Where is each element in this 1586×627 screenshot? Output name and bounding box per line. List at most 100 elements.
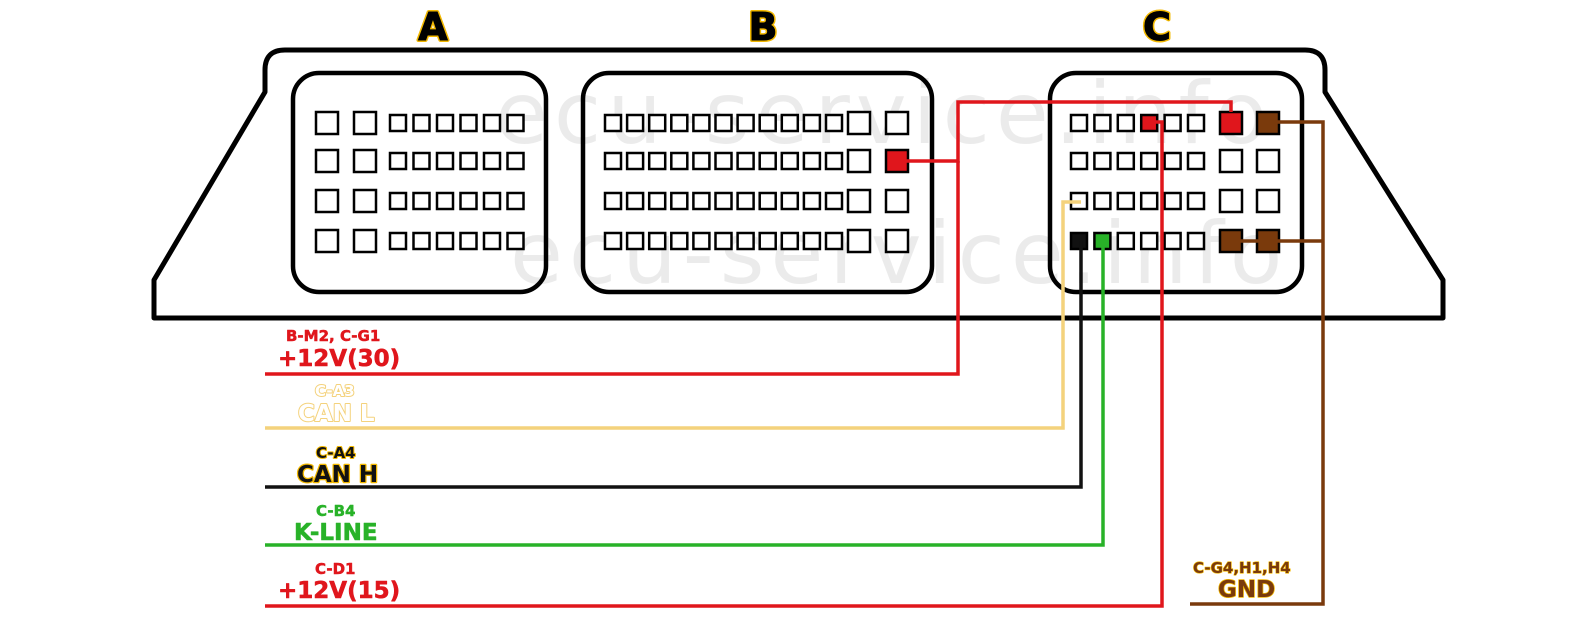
connector-pin [824,191,844,211]
connector-pin [1069,113,1089,133]
connector-pin [670,113,689,133]
connector-pin [1093,191,1112,211]
connector-pin [1069,231,1089,251]
connector-pin [388,113,408,133]
connector-pin [435,191,455,211]
connector-pin [670,151,689,171]
connector-pin [412,113,431,133]
connector-pin [758,231,777,251]
connector-pin [647,191,667,211]
connector-pin [884,228,910,254]
connector-pin [412,151,431,171]
connector-pin [1116,151,1136,171]
connector-pin [506,191,525,211]
connector-pin [736,191,755,211]
connector-pin [1163,231,1182,251]
connector-pin [1139,191,1159,211]
connector-pin [1093,151,1112,171]
wire-12v15 [265,120,1164,608]
connector-pin [1116,231,1136,251]
connector-pin [603,231,623,251]
connector-pin [884,110,910,136]
connector-letter-glow: A [418,5,448,49]
wire-label-name: CAN H [297,462,378,488]
wire-12v30-feed [265,161,960,376]
connector-pin [435,113,455,133]
connector-pin [459,231,478,251]
wire-can-h [265,241,1083,489]
connector-pin [314,188,340,214]
connector-pin [1255,188,1281,214]
connector-pin [459,191,478,211]
wire-12v30 [898,100,1233,163]
connector-pin [352,228,378,254]
connector-pin [1163,191,1182,211]
connector-letter-glow: C [1143,5,1171,49]
connector-pin [603,151,623,171]
connector-a-letter: A A [416,3,450,51]
connector-pin [1218,110,1244,136]
connector-pin [625,151,645,171]
wire-can-l [265,200,1081,430]
connector-b-letter: B B [747,3,780,51]
wire-label-name: +12V(15) [278,578,400,604]
connector-pin [1218,148,1244,174]
connector-pin [736,151,755,171]
connector-pin [802,191,822,211]
connector-pin [824,231,844,251]
connector-pin [1255,148,1281,174]
connector-pin [435,231,455,251]
connector-pin [692,151,711,171]
connector-pin [482,151,502,171]
connector-pin [670,231,689,251]
connector-pin [625,231,645,251]
connector-c-pins [1069,110,1281,254]
connector-pin [647,113,667,133]
wire-label-pins: C-D1 [315,560,355,578]
connector-letter: C [1143,5,1171,49]
connector-pin [388,231,408,251]
connector-pin [314,148,340,174]
connector-pin [692,231,711,251]
wire-label-name: CAN L [298,401,375,427]
connector-letter: B [749,5,778,49]
connector-pin [780,113,800,133]
wire-label-pins: C-B4 [316,502,355,520]
connector-pin [1139,151,1159,171]
connector-pin [603,113,623,133]
connector-pin [1163,113,1182,133]
connector-pin [482,191,502,211]
connector-pin [388,151,408,171]
connector-pin [714,191,733,211]
watermark-text: ecu-service.info [510,204,1288,304]
connector-pin [846,188,872,214]
connector-pin [780,191,800,211]
watermark-text: ecu-service.info [495,64,1273,164]
connector-pin [1218,188,1244,214]
connector-pin [412,191,431,211]
connector-pin [1116,191,1136,211]
connector-pin [459,151,478,171]
connector-pin [314,110,340,136]
connector-pin [1186,191,1206,211]
connector-letter: A [418,5,448,49]
connector-pin [1139,231,1159,251]
wire-label-pins: C-A4 [316,444,356,462]
connector-pin [824,113,844,133]
connector-pin [506,151,525,171]
connector-a-pins [314,110,525,254]
connector-pin [780,231,800,251]
connector-pin [846,228,872,254]
connector-pin [506,113,525,133]
wire-label-name: GND [1218,577,1275,603]
connector-pin [758,113,777,133]
wires [265,100,1325,608]
connector-pin [603,191,623,211]
connector-pin [736,113,755,133]
connector-pin [482,231,502,251]
connector-pin [846,148,872,174]
wire-label-pins: B-M2, C-G1 [286,327,380,345]
connector-pin [1186,231,1206,251]
connector-pin [1116,113,1136,133]
connector-c-letter: C C [1141,3,1173,51]
